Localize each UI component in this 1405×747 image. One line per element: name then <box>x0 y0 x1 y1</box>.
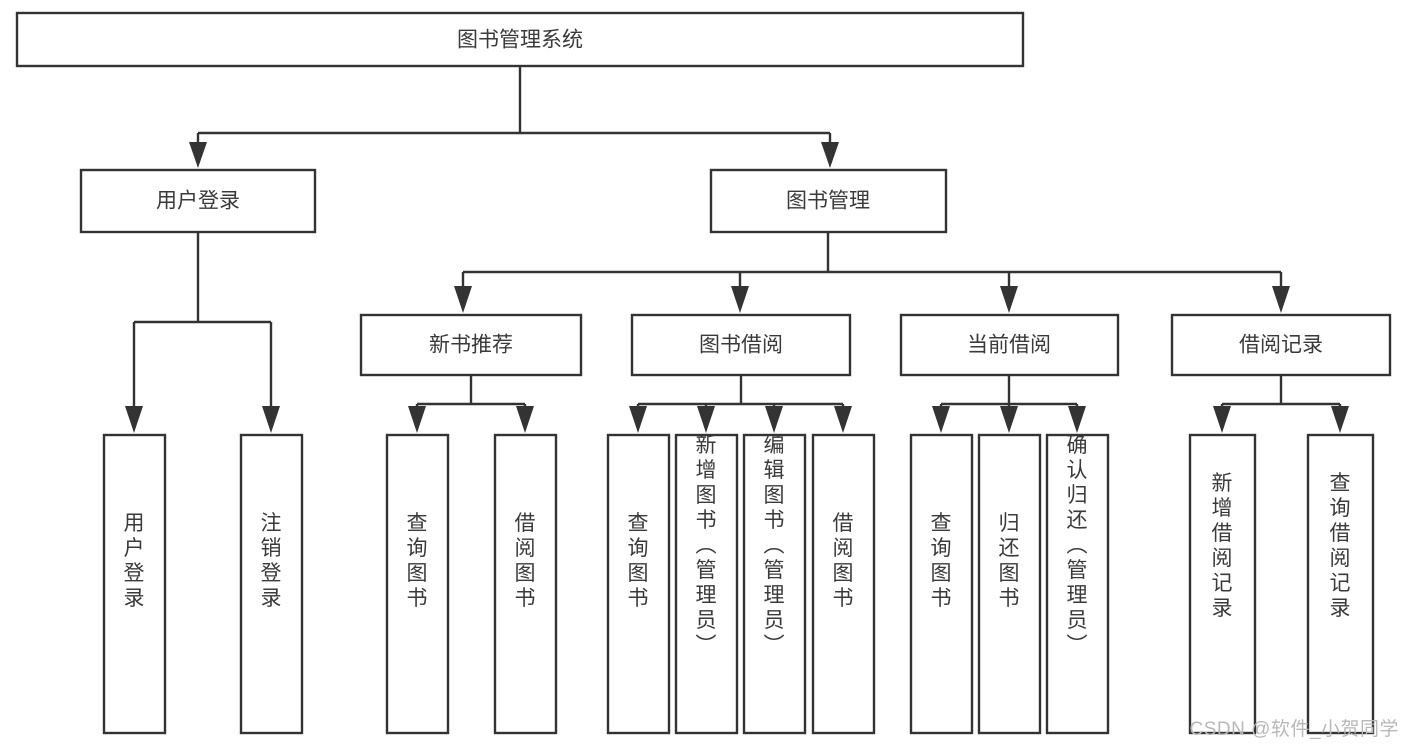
node-new-book-recommend-box[interactable] <box>359 313 583 377</box>
leaf-book-borrow-query-label: 查询图书 <box>628 512 649 610</box>
leaf-user-login-logout[interactable]: 注销登录 <box>239 433 304 735</box>
leaf-current-borrow-return-label: 归还图书 <box>999 512 1020 610</box>
leaf-new-book-query-box[interactable] <box>385 433 450 735</box>
node-user-login-label: 用户登录 <box>156 190 240 213</box>
leaf-book-borrow-borrow-box[interactable] <box>811 433 876 735</box>
leaf-borrow-record-add-label: 新增借阅记录 <box>1212 472 1233 620</box>
arrow-bookborrow-leaf1-icon <box>629 406 647 433</box>
leaf-borrow-record-query[interactable]: 查询借阅记录 <box>1306 433 1375 735</box>
arrow-newbook-leaf1-icon <box>408 406 426 433</box>
leaf-current-borrow-return[interactable]: 归还图书 <box>977 433 1042 735</box>
arrow-currentborrow-leaf3-icon <box>1068 406 1086 433</box>
leaf-book-borrow-borrow[interactable]: 借阅图书 <box>811 433 876 735</box>
node-book-management-box[interactable] <box>709 168 948 234</box>
node-current-borrow-label: 当前借阅 <box>967 334 1051 357</box>
node-borrow-record[interactable]: 借阅记录 <box>1170 313 1392 377</box>
arrow-currentborrow-leaf1-icon <box>932 406 950 433</box>
leaf-book-borrow-query-box[interactable] <box>606 433 671 735</box>
leaf-new-book-borrow-box[interactable] <box>493 433 558 735</box>
leaf-new-book-borrow-label: 借阅图书 <box>515 512 536 610</box>
node-user-login[interactable]: 用户登录 <box>79 168 317 234</box>
leaf-current-borrow-confirm-box[interactable] <box>1045 433 1110 735</box>
leaf-book-borrow-edit-box[interactable] <box>742 433 807 735</box>
node-new-book-recommend[interactable]: 新书推荐 <box>359 313 583 377</box>
arrow-bookmgmt-to-n2-icon <box>731 286 749 313</box>
leaf-book-borrow-add-label: 新增图书︵管理员︶ <box>696 434 717 657</box>
leaf-book-borrow-edit-label: 编辑图书︵管理员︶ <box>764 434 785 657</box>
leaf-book-borrow-edit[interactable]: 编辑图书︵管理员︶ <box>742 433 807 735</box>
leaf-borrow-record-add-box[interactable] <box>1188 433 1257 735</box>
leaf-current-borrow-query-label: 查询图书 <box>931 512 952 610</box>
arrow-bookmgmt-to-n3-icon <box>1000 286 1018 313</box>
leaf-book-borrow-add-box[interactable] <box>674 433 739 735</box>
arrow-root-to-userlogin-icon <box>189 142 207 168</box>
node-new-book-recommend-label: 新书推荐 <box>429 334 513 357</box>
leaf-current-borrow-confirm[interactable]: 确认归还︵管理员︶ <box>1045 433 1110 735</box>
leaf-user-login-login[interactable]: 用户登录 <box>102 433 167 735</box>
leaf-new-book-borrow[interactable]: 借阅图书 <box>493 433 558 735</box>
node-current-borrow[interactable]: 当前借阅 <box>899 313 1120 377</box>
leaf-borrow-record-query-label: 查询借阅记录 <box>1330 472 1351 620</box>
leaf-borrow-record-add[interactable]: 新增借阅记录 <box>1188 433 1257 735</box>
leaf-book-borrow-add[interactable]: 新增图书︵管理员︶ <box>674 433 739 735</box>
arrow-root-to-bookmgmt-icon <box>821 142 839 168</box>
leaf-new-book-query[interactable]: 查询图书 <box>385 433 450 735</box>
arrow-bookborrow-leaf3-icon <box>765 406 783 433</box>
leaf-borrow-record-query-box[interactable] <box>1306 433 1375 735</box>
node-book-borrow-label: 图书借阅 <box>699 334 783 357</box>
leaf-current-borrow-confirm-label: 确认归还︵管理员︶ <box>1067 434 1088 657</box>
leaf-user-login-logout-box[interactable] <box>239 433 304 735</box>
node-root-label: 图书管理系统 <box>457 29 583 52</box>
node-book-management[interactable]: 图书管理 <box>709 168 948 234</box>
leaf-book-borrow-query[interactable]: 查询图书 <box>606 433 671 735</box>
arrow-bookborrow-leaf2-icon <box>697 406 715 433</box>
leaf-user-login-login-box[interactable] <box>102 433 167 735</box>
arrow-bookborrow-leaf4-icon <box>834 406 852 433</box>
arrow-borrowrecord-leaf1-icon <box>1213 406 1231 433</box>
arrow-bookmgmt-to-n4-icon <box>1272 286 1290 313</box>
leaf-current-borrow-query[interactable]: 查询图书 <box>909 433 974 735</box>
node-root-box[interactable] <box>15 11 1025 68</box>
arrow-userlogin-leaf2-icon <box>262 406 280 433</box>
leaf-user-login-login-label: 用户登录 <box>124 512 145 610</box>
arrow-bookmgmt-to-n1-icon <box>454 286 472 313</box>
node-book-borrow-box[interactable] <box>630 313 852 377</box>
arrow-currentborrow-leaf2-icon <box>1000 406 1018 433</box>
node-book-borrow[interactable]: 图书借阅 <box>630 313 852 377</box>
node-current-borrow-box[interactable] <box>899 313 1120 377</box>
leaf-current-borrow-return-box[interactable] <box>977 433 1042 735</box>
node-borrow-record-label: 借阅记录 <box>1239 334 1323 357</box>
arrow-borrowrecord-leaf2-icon <box>1331 406 1349 433</box>
leaf-book-borrow-borrow-label: 借阅图书 <box>833 512 854 610</box>
arrow-userlogin-leaf1-icon <box>125 406 143 433</box>
csdn-watermark: CSDN @软件_小贺同学 <box>1189 719 1399 740</box>
leaf-current-borrow-query-box[interactable] <box>909 433 974 735</box>
arrow-newbook-leaf2-icon <box>516 406 534 433</box>
leaf-user-login-logout-label: 注销登录 <box>261 512 282 610</box>
node-root[interactable]: 图书管理系统 <box>15 11 1025 68</box>
node-borrow-record-box[interactable] <box>1170 313 1392 377</box>
node-book-management-label: 图书管理 <box>786 190 870 213</box>
leaf-new-book-query-label: 查询图书 <box>407 512 428 610</box>
